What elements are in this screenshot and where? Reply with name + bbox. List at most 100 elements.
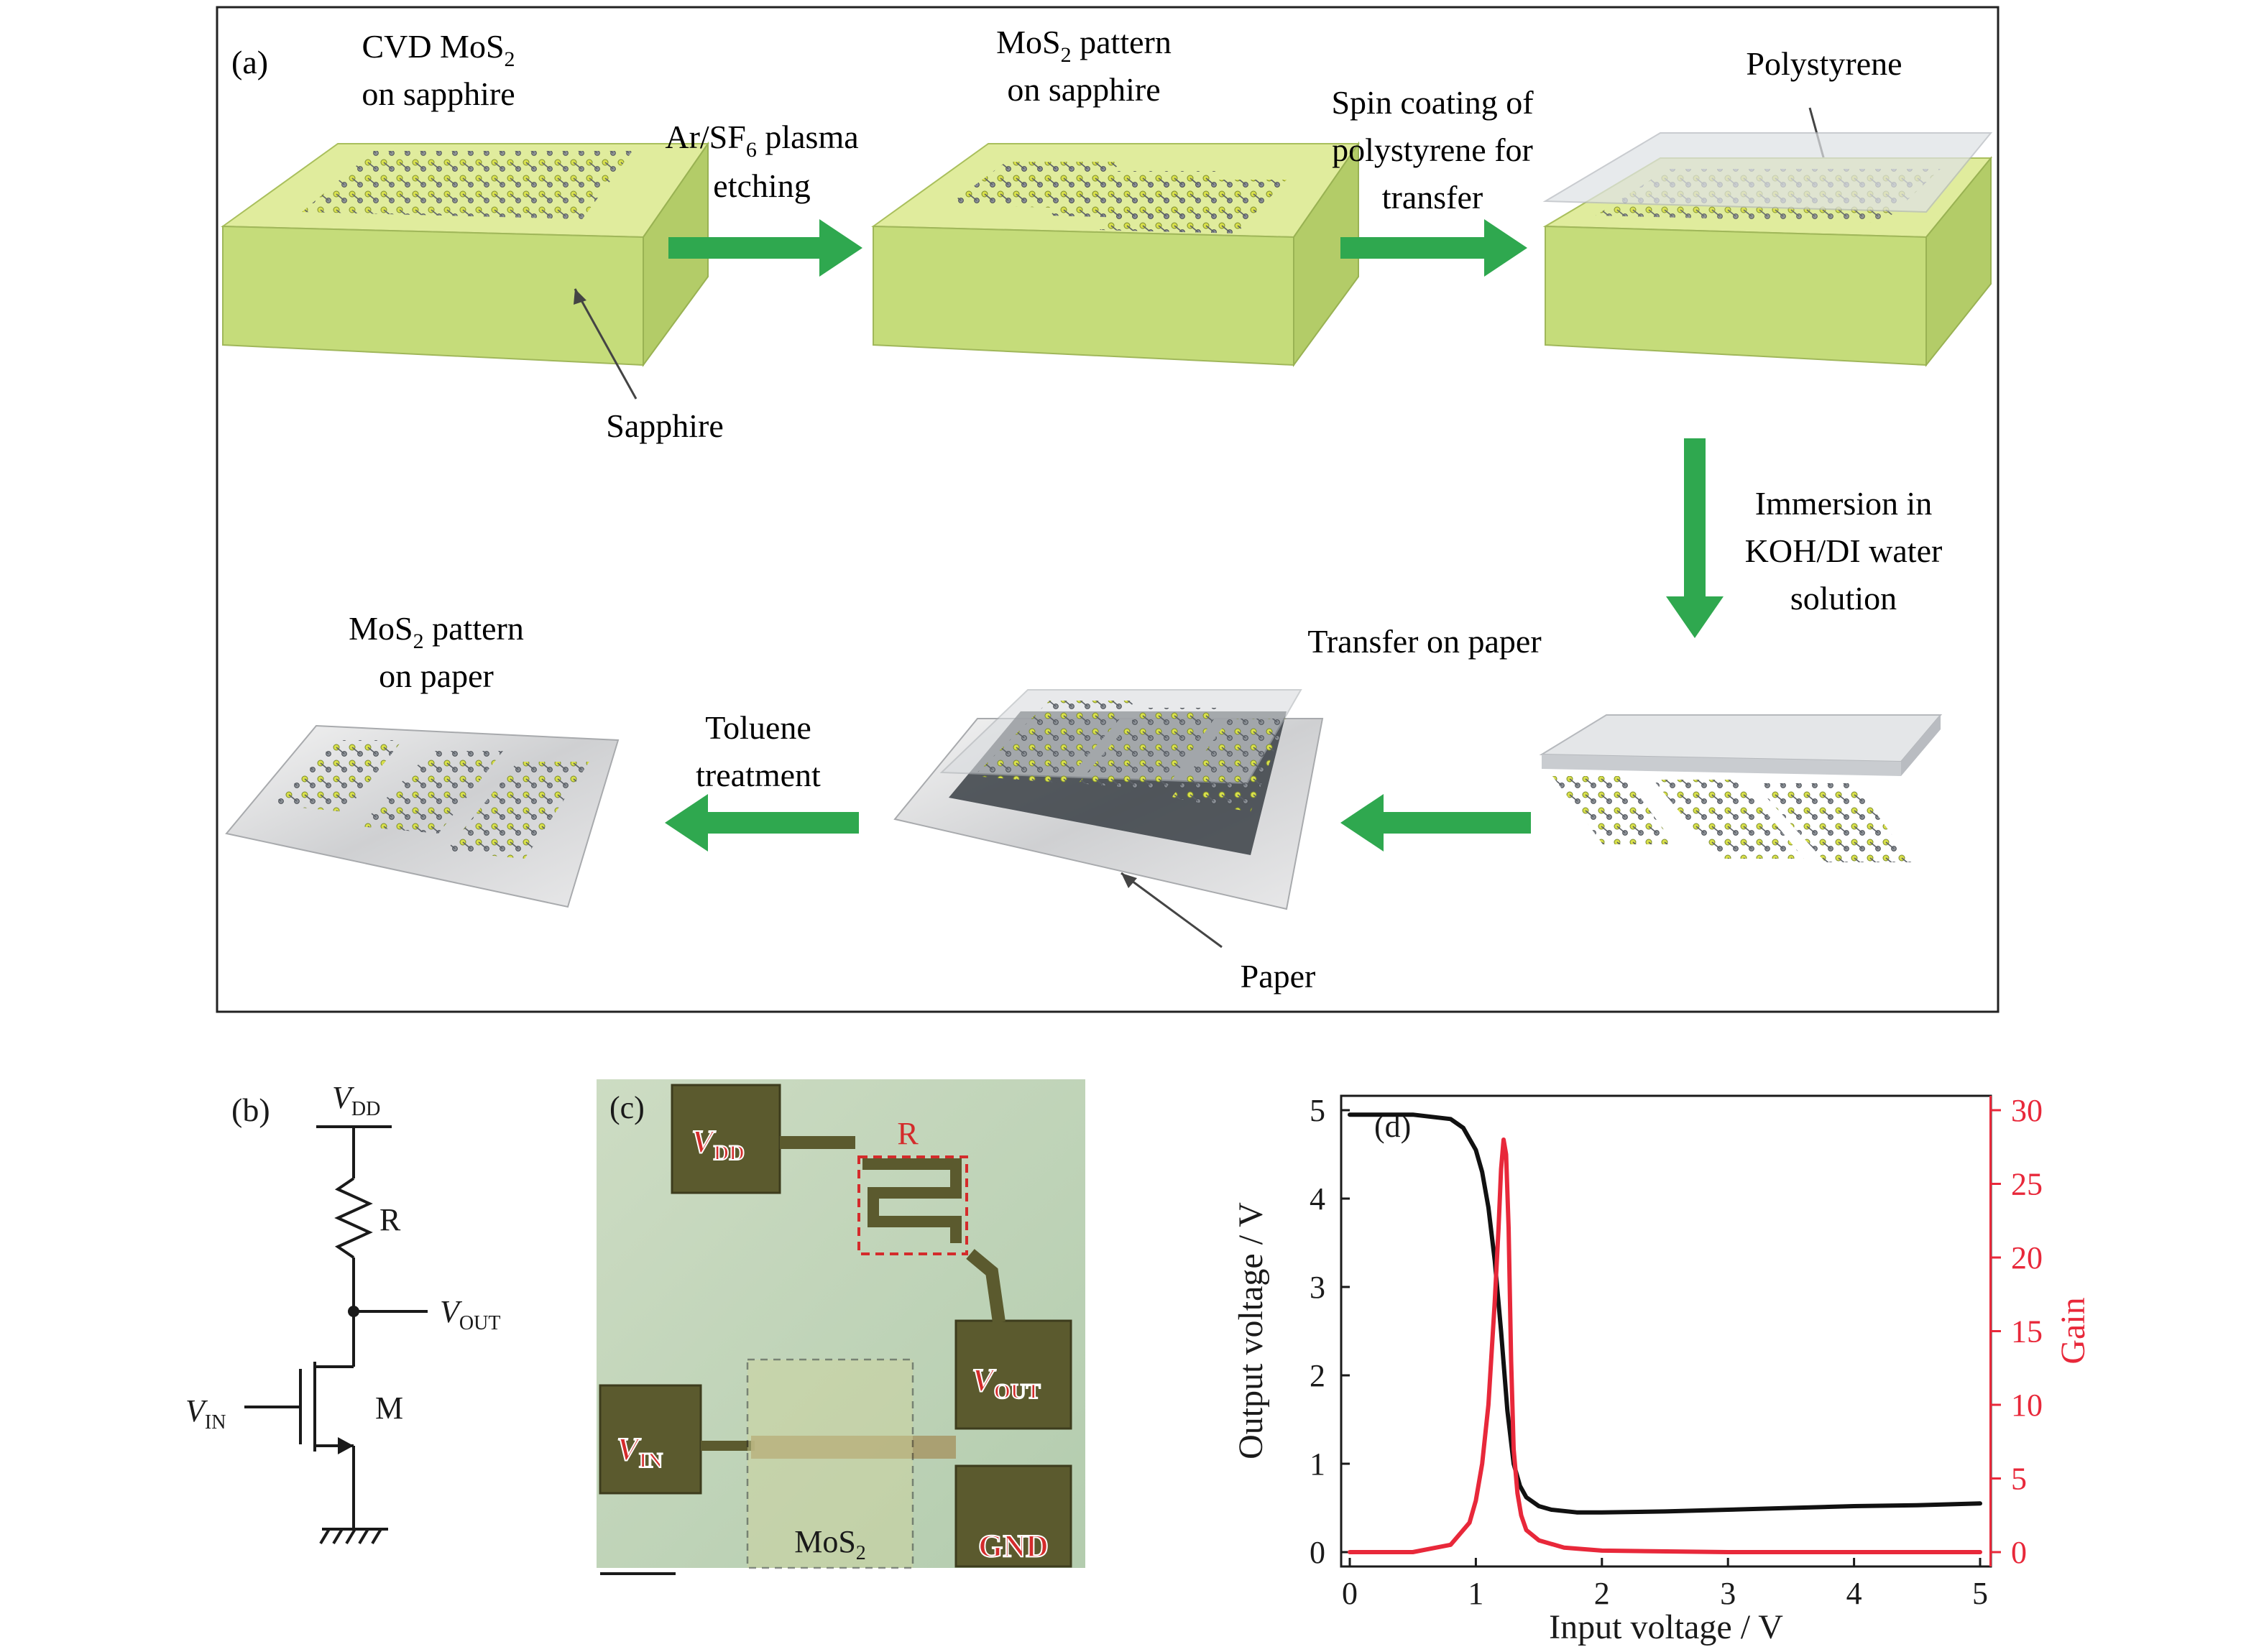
- ground-hatch-5: [371, 1528, 382, 1545]
- polystyrene-label: Polystyrene: [1746, 45, 1902, 82]
- gain-curve: [1348, 1138, 1982, 1554]
- paper-pointer: [1121, 872, 1223, 949]
- x-tick-label: 1: [1468, 1576, 1483, 1611]
- y-left-tick-label: 5: [1310, 1093, 1325, 1128]
- resistor-symbol: [334, 1177, 373, 1259]
- y-left-axis-title: Output voltage / V: [1232, 1202, 1270, 1459]
- x-tick-label: 3: [1720, 1576, 1736, 1611]
- transfer-label: Transfer on paper: [1307, 623, 1541, 660]
- step1-label-line2: on sapphire: [362, 75, 515, 112]
- arrow1-label: Ar/SF6 plasma: [665, 119, 858, 162]
- vdd-label: VDD: [332, 1080, 380, 1120]
- paper-pointer-head: [1121, 873, 1137, 888]
- arrow-transfer-paper: [1340, 794, 1531, 852]
- sapphire-block-3: [1542, 132, 1993, 367]
- output-voltage-curve: [1348, 1112, 1982, 1515]
- pad-vout: [954, 1319, 1072, 1430]
- arrow5-label-line1: Toluene: [705, 709, 811, 746]
- panel-b-circuit: (b) VDD R VOUT VIN M: [185, 1080, 500, 1545]
- mos2-label: MoS2: [794, 1524, 866, 1564]
- y-right-tick-label: 30: [2011, 1093, 2043, 1128]
- floating-film: [1539, 714, 1943, 862]
- ground-hatch-1: [319, 1528, 331, 1545]
- x-tick-label: 0: [1342, 1576, 1358, 1611]
- arrow-spin-coating: [1340, 219, 1527, 277]
- plot-area: [1340, 1094, 1992, 1568]
- y-left-tick-label: 0: [1310, 1535, 1325, 1570]
- ground-hatch-4: [358, 1528, 369, 1545]
- y-right-axis-ticks: 0 5 10 15 20 25 30: [1991, 1093, 2043, 1570]
- pad-vin: [599, 1384, 702, 1495]
- arrow5-label-line2: treatment: [696, 757, 821, 793]
- arrow-plasma-etching: [668, 219, 862, 277]
- pad-gnd: [954, 1464, 1072, 1568]
- resistor-highlight-box: [857, 1155, 968, 1255]
- panel-c-label: (c): [609, 1090, 645, 1125]
- y-right-tick-label: 10: [2011, 1388, 2043, 1423]
- arrow3-label-line1: Immersion in: [1755, 485, 1933, 522]
- arrow-toluene: [665, 794, 859, 852]
- step1-label: CVD MoS2: [362, 28, 515, 71]
- x-tick-label: 4: [1846, 1576, 1862, 1611]
- arrow2-label-line2: polystyrene for: [1332, 131, 1533, 168]
- y-right-tick-label: 0: [2011, 1535, 2027, 1570]
- panel-a-frame: [216, 6, 2000, 1013]
- polystyrene-film: [1542, 132, 1993, 213]
- transistor-label: M: [375, 1390, 403, 1426]
- sapphire-block-1: [221, 141, 709, 368]
- step6-label-line2: on paper: [379, 657, 494, 694]
- panel-c-micrograph: (c) R VDD VOUT VIN GND MoS2: [597, 1079, 1085, 1575]
- ground-hatch-2: [332, 1528, 344, 1545]
- y-right-tick-label: 15: [2011, 1314, 2043, 1349]
- x-axis-title: Input voltage / V: [1549, 1608, 1783, 1646]
- x-axis-ticks: 0 1 2 3 4 5: [1342, 1558, 1988, 1611]
- arrow2-label-line3: transfer: [1382, 179, 1483, 216]
- panel-b-label: (b): [231, 1092, 270, 1128]
- y-left-tick-label: 1: [1310, 1446, 1325, 1482]
- pad-vdd: [671, 1084, 781, 1194]
- y-left-axis-ticks: 0 1 2 3 4 5: [1310, 1093, 1350, 1570]
- arrow-immersion: [1666, 438, 1724, 638]
- y-right-tick-label: 20: [2011, 1240, 2043, 1275]
- vin-label: VIN: [185, 1393, 226, 1434]
- resistor-label-red: R: [897, 1116, 919, 1151]
- resistor-meander: [862, 1158, 962, 1243]
- sapphire-label: Sapphire: [606, 407, 724, 444]
- mos2-channel: [751, 1436, 956, 1459]
- y-left-tick-label: 4: [1310, 1181, 1325, 1217]
- series-layer: [1348, 1112, 1982, 1554]
- resistor-label: R: [379, 1202, 401, 1237]
- vout-label: VOUT: [440, 1294, 500, 1334]
- arrow1-label-line2: etching: [713, 167, 810, 204]
- arrow3-label-line2: KOH/DI water: [1745, 532, 1943, 569]
- ground-hatch-3: [345, 1528, 356, 1545]
- x-tick-label: 2: [1594, 1576, 1610, 1611]
- paper-with-film: [893, 689, 1324, 910]
- mos2-region: [746, 1358, 914, 1569]
- y-left-tick-label: 2: [1310, 1358, 1325, 1393]
- step6-label: MoS2 pattern: [349, 610, 524, 653]
- pad-gnd-label: GND: [978, 1528, 1049, 1564]
- arrow3-label-line3: solution: [1790, 580, 1897, 617]
- step2-label-line2: on sapphire: [1007, 71, 1160, 108]
- y-right-tick-label: 25: [2011, 1167, 2043, 1202]
- step2-label: MoS2 pattern: [996, 24, 1172, 67]
- mos2-on-paper: [225, 724, 620, 908]
- sapphire-pointer: [574, 288, 638, 400]
- sapphire-pointer-head: [574, 289, 586, 305]
- y-right-axis-title: Gain: [2054, 1297, 2092, 1364]
- y-right-tick-label: 5: [2011, 1462, 2027, 1497]
- pad-vout-label: VOUT: [972, 1362, 1041, 1403]
- trace-resistor-vout: [966, 1249, 1006, 1324]
- pad-vdd-label: VDD: [691, 1123, 745, 1165]
- paper-label: Paper: [1241, 958, 1316, 995]
- arrow2-label-line1: Spin coating of: [1331, 84, 1534, 121]
- source-arrow: [338, 1437, 354, 1454]
- pad-vin-label: VIN: [617, 1431, 663, 1472]
- right-axis-line: [1989, 1096, 1992, 1566]
- y-left-tick-label: 3: [1310, 1270, 1325, 1305]
- x-tick-label: 5: [1972, 1576, 1988, 1611]
- panel-a-process-flow: (a) CVD MoS2 on sapphire Sapphire Ar/SF6…: [216, 6, 2000, 1013]
